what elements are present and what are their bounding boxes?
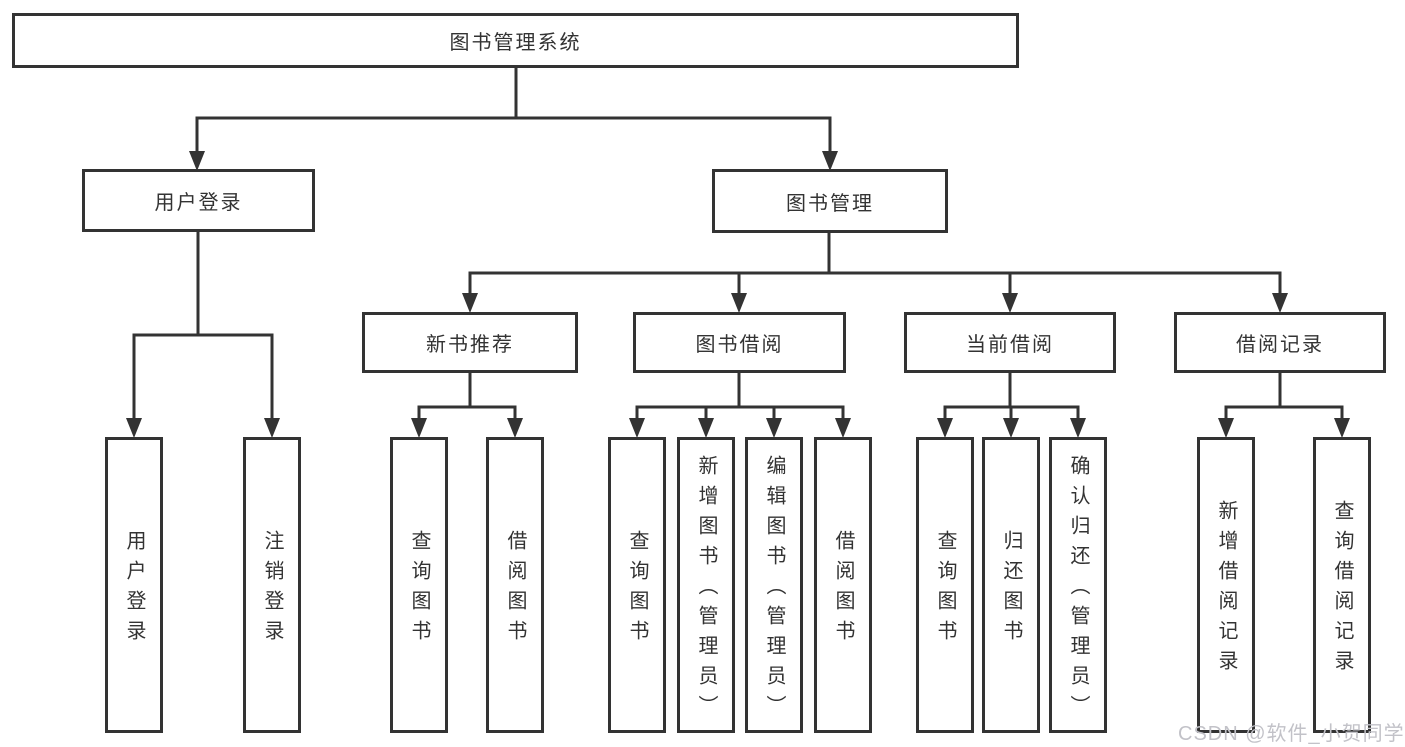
leaf-edit-book-admin: 编辑图书（管理员）	[745, 437, 803, 733]
leaf-add-borrow-record: 新增借阅记录	[1197, 437, 1255, 733]
connector-newrec-branch	[417, 405, 517, 428]
node-label: 用户登录	[154, 192, 243, 214]
leaf-user-login: 用户登录	[105, 437, 163, 733]
node-label: 新书推荐	[426, 334, 514, 356]
leaf-query-books-current: 查询图书	[916, 437, 974, 733]
connector-borrow-branch	[635, 405, 845, 428]
leaf-query-borrow-record: 查询借阅记录	[1313, 437, 1371, 733]
connector-root-branch	[195, 116, 832, 166]
leaf-label: 查询图书	[408, 530, 430, 650]
leaf-label: 注销登录	[261, 530, 283, 650]
node-label: 图书管理	[786, 192, 874, 215]
leaf-label: 确认归还（管理员）	[1067, 455, 1089, 725]
leaf-logout: 注销登录	[243, 437, 301, 733]
leaf-label: 查询图书	[626, 530, 648, 650]
csdn-watermark: CSDN @软件_小贺同学	[1178, 723, 1405, 745]
leaf-confirm-return-admin: 确认归还（管理员）	[1049, 437, 1107, 733]
node-label: 当前借阅	[966, 334, 1054, 356]
connector-userlogin-branch	[132, 333, 274, 430]
leaf-label: 借阅图书	[504, 530, 526, 650]
node-label: 图书借阅	[695, 334, 784, 356]
connector-records-branch	[1224, 405, 1344, 428]
node-book-borrowing: 图书借阅	[633, 312, 846, 373]
leaf-label: 借阅图书	[832, 530, 854, 650]
leaf-add-book-admin: 新增图书（管理员）	[677, 437, 735, 733]
leaf-label: 归还图书	[1000, 530, 1022, 650]
leaf-query-books-borrowing: 查询图书	[608, 437, 666, 733]
leaf-label: 用户登录	[123, 530, 145, 650]
node-user-login-branch: 用户登录	[82, 169, 315, 232]
leaf-label: 查询借阅记录	[1331, 500, 1353, 680]
node-label: 图书管理系统	[449, 32, 582, 54]
node-new-book-recommend: 新书推荐	[362, 312, 578, 373]
leaf-return-books: 归还图书	[982, 437, 1040, 733]
leaf-label: 编辑图书（管理员）	[763, 455, 785, 725]
leaf-label: 新增图书（管理员）	[695, 455, 717, 725]
leaf-borrow-books-recommend: 借阅图书	[486, 437, 544, 733]
arrowheads	[126, 151, 1350, 438]
leaf-borrow-books-borrowing: 借阅图书	[814, 437, 872, 733]
node-book-management: 图书管理	[712, 169, 948, 233]
leaf-label: 新增借阅记录	[1215, 500, 1237, 680]
node-library-management-system: 图书管理系统	[12, 13, 1019, 68]
leaf-label: 查询图书	[934, 530, 956, 650]
node-label: 借阅记录	[1236, 334, 1324, 356]
leaf-query-books-recommend: 查询图书	[390, 437, 448, 733]
node-current-borrowing: 当前借阅	[904, 312, 1116, 373]
connector-bookmgmt-branch	[468, 271, 1282, 305]
node-borrowing-records: 借阅记录	[1174, 312, 1386, 373]
